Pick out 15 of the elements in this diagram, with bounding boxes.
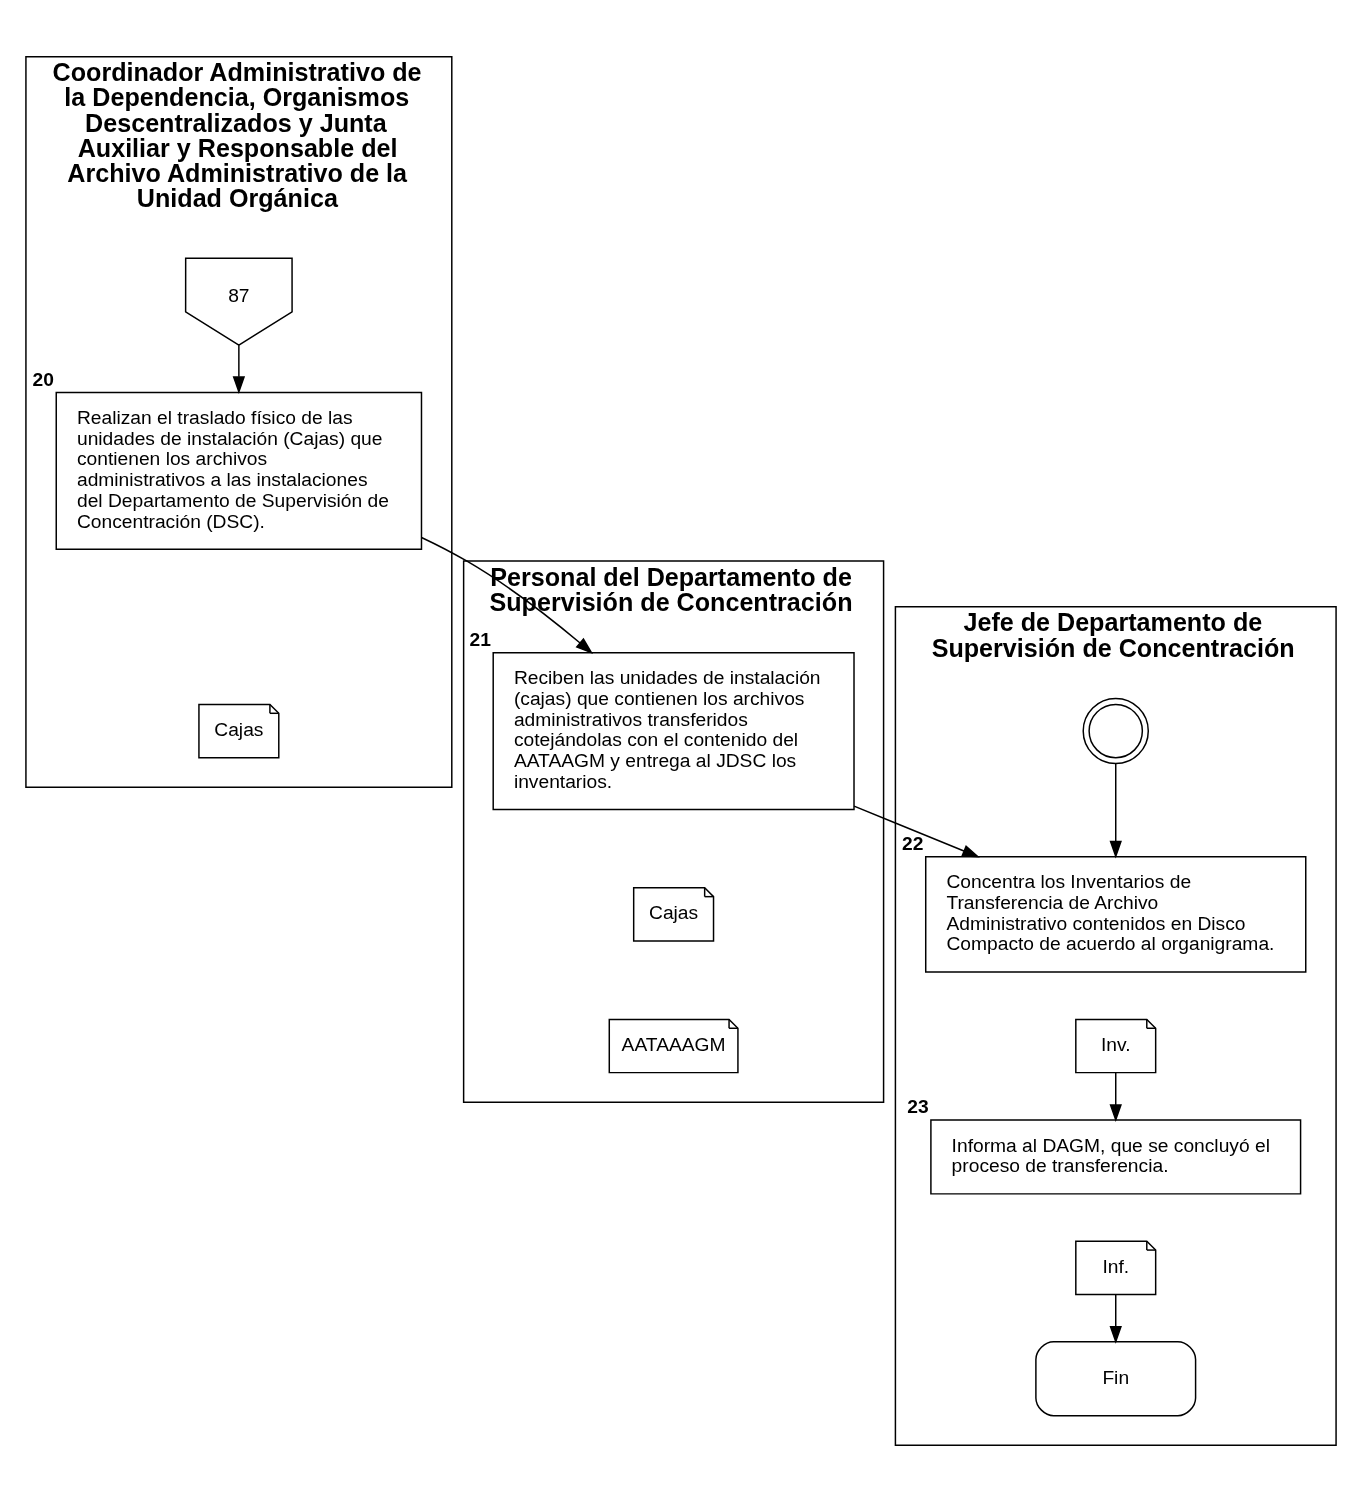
node-label: 20 — [32, 368, 54, 390]
node-box: Realizan el traslado físico de las unidades de instalación (Cajas) que contienen los archivos administrativos a las instalaciones del Departamento de Supervisión de Concentración (DSC). — [55, 391, 423, 550]
node-box: Reciben las unidades de instalación (cajas) que contienen los archivos administrativos transferidos cotejándolas con el contenido del AATAAGM y entrega al JDSC los inventarios. — [492, 651, 855, 811]
arrow — [853, 805, 980, 858]
node-box: Concentra los Inventarios de Transferencia de Archivo Administrativo contenidos en Disco Compacto de acuerdo al organigrama. — [925, 856, 1307, 973]
arrow — [1109, 1072, 1122, 1123]
node-circle — [1082, 697, 1149, 765]
node-label: 23 — [907, 1096, 929, 1118]
node-label: 22 — [902, 832, 924, 854]
node-box: Informa al DAGM, que se concluyó el proceso de transferencia. — [930, 1119, 1302, 1195]
arrow — [1109, 1294, 1122, 1344]
node-box: Fin — [1035, 1341, 1197, 1417]
arrow — [1109, 763, 1122, 859]
node-label: 21 — [469, 628, 491, 650]
arrow — [232, 344, 246, 395]
